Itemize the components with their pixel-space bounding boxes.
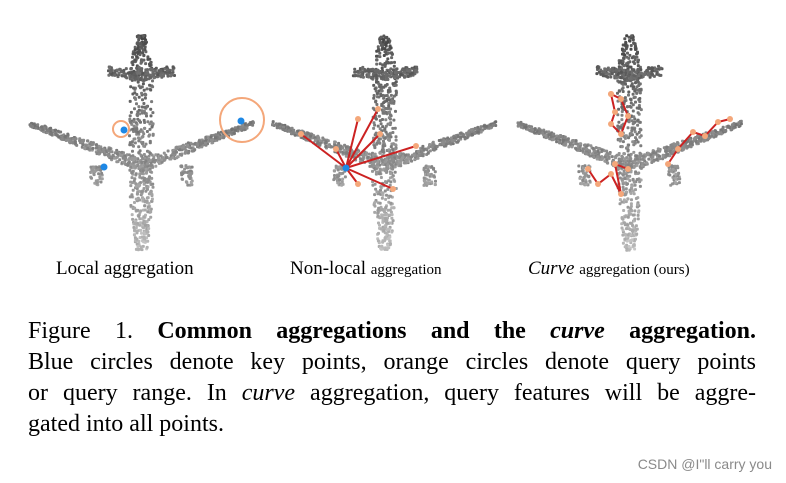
nonlocal-aggregation-label: Non-local aggregation xyxy=(290,258,442,279)
aggregation-link xyxy=(345,108,379,169)
csdn-watermark: CSDN @I"ll carry you xyxy=(637,456,772,472)
curve-annotations xyxy=(585,91,733,197)
airplane-points xyxy=(271,34,498,251)
aggregation-link xyxy=(345,118,359,169)
curve-point xyxy=(585,166,591,172)
local-aggregation-label: Local aggregation xyxy=(56,258,194,279)
nonlocal-annotations xyxy=(298,106,419,192)
curve-aggregation-figure xyxy=(503,24,753,264)
query-range-circle xyxy=(219,97,265,143)
curve-point xyxy=(608,91,614,97)
figure-caption: Figure 1. Common aggregations and the cu… xyxy=(28,316,756,440)
airplane-points xyxy=(28,34,255,252)
aggregation-link xyxy=(345,167,394,190)
query-point xyxy=(390,186,396,192)
query-point xyxy=(375,106,381,112)
curve-point xyxy=(727,116,733,122)
query-point xyxy=(333,146,339,152)
curve-point xyxy=(675,146,681,152)
curve-point xyxy=(625,166,631,172)
airplane-points xyxy=(516,34,743,252)
airplane-point-cloud-curve xyxy=(516,34,743,252)
curve-point xyxy=(618,191,624,197)
nonlocal-aggregation-figure xyxy=(258,24,508,264)
curve-point xyxy=(690,129,696,135)
aggregation-link xyxy=(335,148,347,169)
curve-point xyxy=(625,113,631,119)
curve-point xyxy=(595,181,601,187)
local-aggregation-figure xyxy=(15,24,265,264)
caption-line-4: gated into all points. xyxy=(28,411,224,437)
airplane-point-cloud-nonlocal xyxy=(271,34,498,251)
curve-point xyxy=(612,161,618,167)
curve-point xyxy=(702,133,708,139)
query-range-circle xyxy=(112,120,130,138)
curve-point xyxy=(618,96,624,102)
curve-point xyxy=(608,171,614,177)
local-annotations xyxy=(100,97,265,171)
key-point xyxy=(120,126,128,134)
query-point xyxy=(355,116,361,122)
caption-line-3: or query range. In curve aggregation, qu… xyxy=(28,380,757,406)
curve-point xyxy=(618,131,624,137)
key-point xyxy=(237,117,245,125)
curve-point xyxy=(608,121,614,127)
aggregation-link xyxy=(300,133,347,169)
key-point xyxy=(100,163,108,171)
aggregation-link xyxy=(345,145,417,169)
aggregation-link xyxy=(345,133,381,169)
curve-point xyxy=(665,161,671,167)
query-point xyxy=(413,143,419,149)
curve-point xyxy=(612,109,618,115)
curve-point xyxy=(715,119,721,125)
airplane-point-cloud-local xyxy=(28,34,265,252)
caption-line-1: Figure 1. Common aggregations and the cu… xyxy=(28,318,757,344)
caption-line-2: Blue circles denote key points, orange c… xyxy=(28,349,756,375)
query-point xyxy=(298,131,304,137)
query-point xyxy=(355,181,361,187)
curve-aggregation-label: Curve aggregation (ours) xyxy=(528,258,690,279)
query-point xyxy=(377,131,383,137)
key-point xyxy=(342,164,350,172)
